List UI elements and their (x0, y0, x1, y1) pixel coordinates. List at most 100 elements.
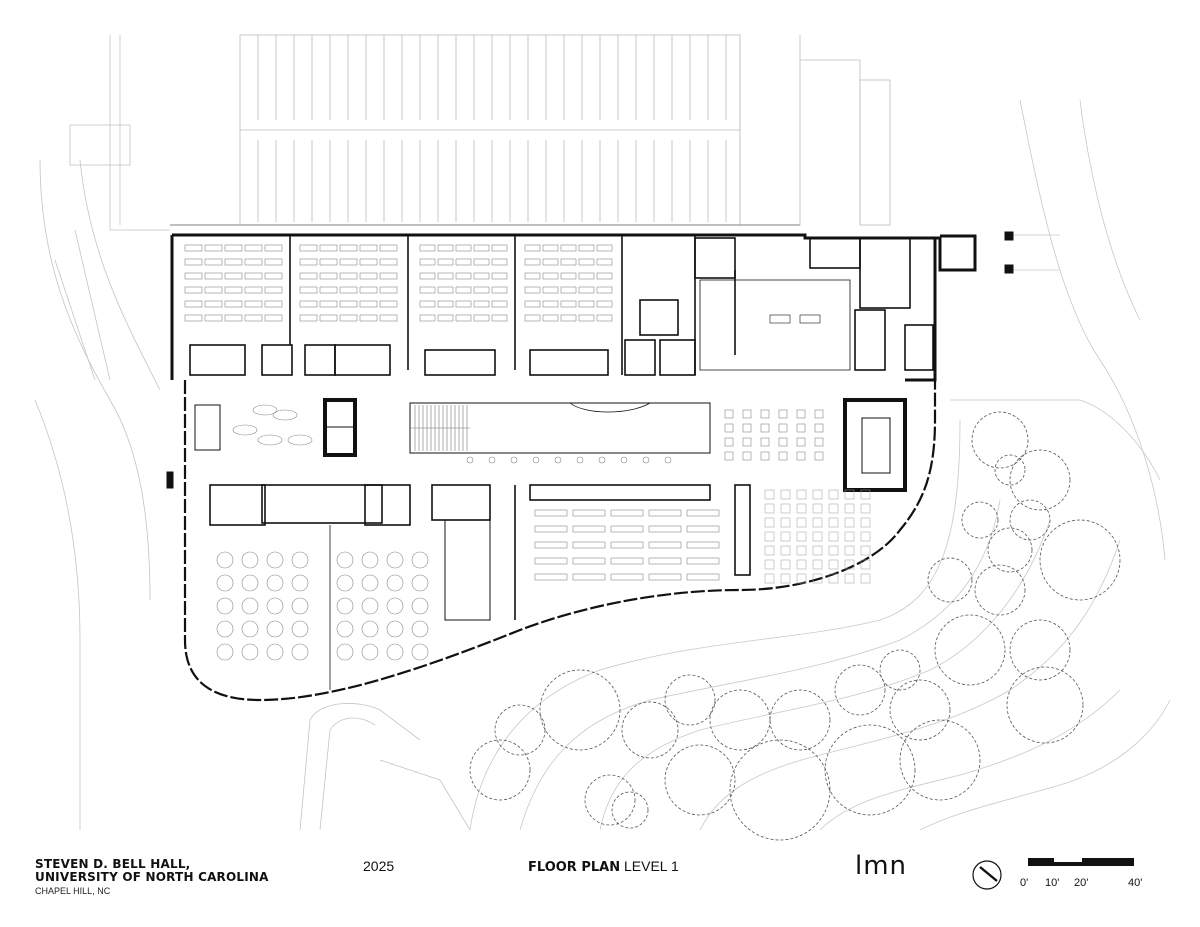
tree-canopy (539, 669, 621, 751)
classroom-seat (524, 286, 541, 294)
lobby-stool (466, 456, 474, 464)
north-arrow-icon (972, 860, 1002, 890)
cafe-table (814, 409, 824, 419)
dining-table (828, 531, 839, 542)
cafe-table (796, 437, 806, 447)
classroom-seat (560, 272, 577, 280)
classroom-seat (560, 300, 577, 308)
site-roads-left (34, 35, 471, 831)
classroom-seat (319, 314, 338, 322)
classroom-seat (204, 244, 223, 252)
round-table (291, 620, 309, 638)
round-table (291, 643, 309, 661)
classroom-seat (610, 525, 644, 533)
dining-table (796, 503, 807, 514)
classroom-seat (224, 314, 243, 322)
round-table (361, 643, 379, 661)
classroom-seat (419, 244, 436, 252)
lobby-seat (257, 434, 283, 446)
cafe-table (796, 451, 806, 461)
classroom-seat (437, 314, 454, 322)
dining-table (844, 573, 855, 584)
classroom-seat (299, 272, 318, 280)
classroom-seat (542, 272, 559, 280)
classroom-seat (299, 286, 318, 294)
cafe-table (742, 423, 752, 433)
tree-canopy (1009, 619, 1071, 681)
classroom-seat (359, 300, 378, 308)
tree-canopy (879, 649, 921, 691)
tree-canopy (709, 689, 771, 751)
classroom-seat (473, 300, 490, 308)
dining-seating (764, 489, 871, 584)
dining-table (860, 573, 871, 584)
round-table (336, 597, 354, 615)
round-table (336, 551, 354, 569)
dining-table (764, 545, 775, 556)
round-table (266, 643, 284, 661)
cafe-table (778, 423, 788, 433)
tree-canopy (1039, 519, 1121, 601)
project-location: CHAPEL HILL, NC (35, 886, 111, 897)
classroom-seat (264, 244, 283, 252)
classroom-seat (578, 286, 595, 294)
lobby-stool (664, 456, 672, 464)
classroom-seat (686, 541, 720, 549)
classroom-seat (491, 258, 508, 266)
dining-table (844, 545, 855, 556)
dining-table (764, 517, 775, 528)
dining-table (860, 503, 871, 514)
round-table (361, 620, 379, 638)
classroom-seat (610, 573, 644, 581)
dining-table (844, 503, 855, 514)
classroom-seat (204, 314, 223, 322)
dining-table (780, 503, 791, 514)
classroom-seat (437, 286, 454, 294)
classroom-seat (578, 272, 595, 280)
scale-label-20: 20' (1074, 877, 1089, 889)
tree-canopy (664, 744, 736, 816)
site-trees (469, 411, 1121, 841)
classroom-seat (524, 244, 541, 252)
round-table (386, 574, 404, 592)
classroom-seat (339, 286, 358, 294)
tree-canopy (974, 564, 1026, 616)
tree-canopy (889, 679, 951, 741)
classroom-seat (524, 272, 541, 280)
classroom-seat (299, 244, 318, 252)
classroom-seat (596, 244, 613, 252)
dining-table (796, 573, 807, 584)
north-classrooms (189, 235, 934, 376)
cafe-table (742, 409, 752, 419)
tree-canopy (834, 664, 886, 716)
classroom-seat (264, 286, 283, 294)
round-table (266, 597, 284, 615)
classroom-seat (419, 258, 436, 266)
dining-table (844, 489, 855, 500)
round-table (216, 574, 234, 592)
classroom-seat (596, 314, 613, 322)
classroom-seat (572, 509, 606, 517)
dining-table (796, 531, 807, 542)
classroom-seat (596, 272, 613, 280)
classroom-seating (184, 244, 613, 322)
dining-table (860, 531, 871, 542)
classroom-seat (524, 300, 541, 308)
classroom-seat (359, 272, 378, 280)
cafe-table (778, 437, 788, 447)
classroom-seat (419, 272, 436, 280)
dining-table (796, 559, 807, 570)
scale-label-0: 0' (1020, 877, 1029, 889)
classroom-seat (610, 541, 644, 549)
cafe-table (778, 451, 788, 461)
classroom-seat (359, 244, 378, 252)
dining-table (764, 503, 775, 514)
classroom-seat (244, 272, 263, 280)
classroom-seat (455, 300, 472, 308)
dining-table (796, 517, 807, 528)
classroom-seat (473, 244, 490, 252)
classroom-seat (299, 300, 318, 308)
classroom-seat (473, 314, 490, 322)
classroom-seat (299, 314, 318, 322)
classroom-seat (542, 286, 559, 294)
